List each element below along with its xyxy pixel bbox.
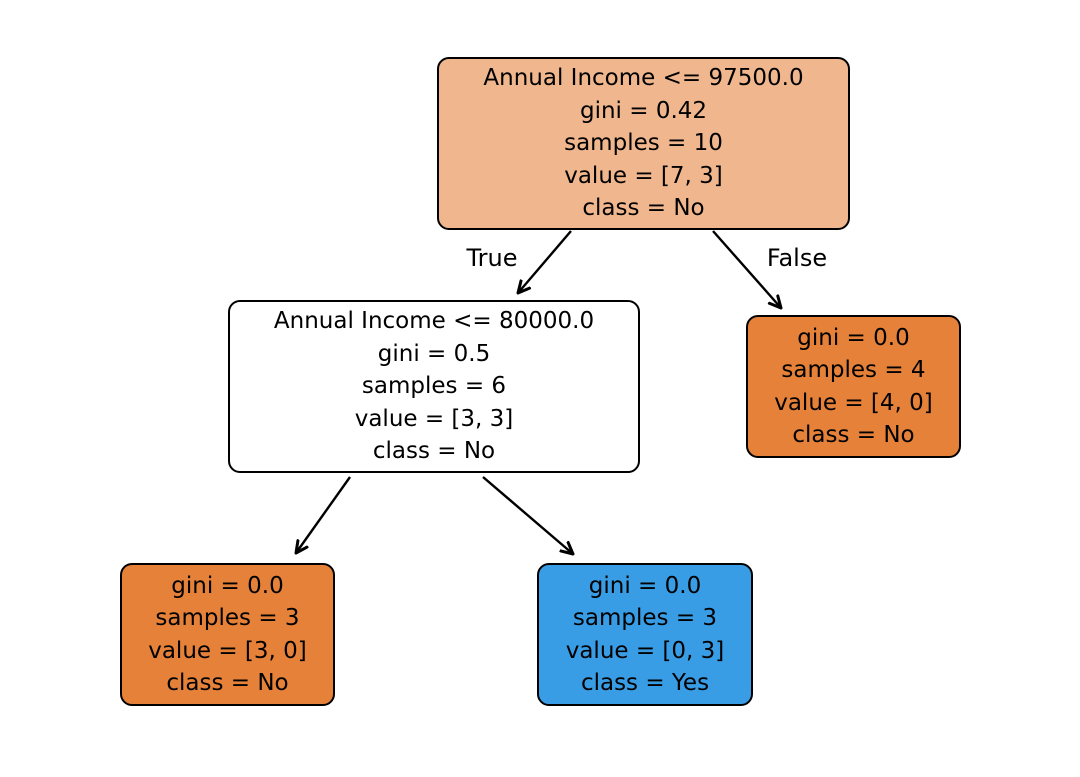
tree-node-leaf-left-left: gini = 0.0 samples = 3 value = [3, 0] cl… [120, 563, 335, 706]
node-gini: gini = 0.0 [797, 324, 910, 351]
tree-node-internal-left: Annual Income <= 80000.0 gini = 0.5 samp… [228, 300, 640, 473]
tree-node-leaf-false: gini = 0.0 samples = 4 value = [4, 0] cl… [746, 315, 961, 458]
node-samples: samples = 4 [781, 357, 926, 383]
node-gini: gini = 0.0 [171, 572, 284, 599]
node-value: value = [7, 3] [564, 162, 723, 189]
node-condition: Annual Income <= 80000.0 [273, 308, 595, 335]
tree-node-root: Annual Income <= 97500.0 gini = 0.42 sam… [437, 57, 850, 230]
node-class: class = No [792, 422, 915, 448]
edge-internal-to-leaf-left [296, 476, 351, 553]
node-value: value = [3, 3] [354, 405, 514, 432]
node-samples: samples = 3 [155, 605, 300, 631]
node-gini: gini = 0.5 [377, 340, 491, 367]
node-gini: gini = 0.42 [579, 97, 708, 124]
node-value: value = [4, 0] [774, 389, 933, 416]
node-samples: samples = 10 [564, 130, 723, 157]
edge-label-false: False [766, 244, 828, 272]
node-class: class = No [166, 670, 289, 696]
node-class: class = No [372, 438, 496, 465]
node-value: value = [0, 3] [565, 637, 725, 664]
edge-label-true: True [466, 244, 518, 272]
node-condition: Annual Income <= 97500.0 [483, 65, 804, 92]
node-samples: samples = 3 [572, 605, 718, 631]
node-gini: gini = 0.0 [588, 572, 702, 599]
node-class: class = No [582, 195, 705, 222]
tree-node-leaf-left-right: gini = 0.0 samples = 3 value = [0, 3] cl… [537, 563, 753, 706]
edge-internal-to-leaf-right [482, 476, 573, 554]
node-value: value = [3, 0] [148, 637, 307, 664]
node-class: class = Yes [580, 670, 710, 696]
node-samples: samples = 6 [361, 373, 507, 400]
edge-root-to-internal [518, 230, 572, 293]
